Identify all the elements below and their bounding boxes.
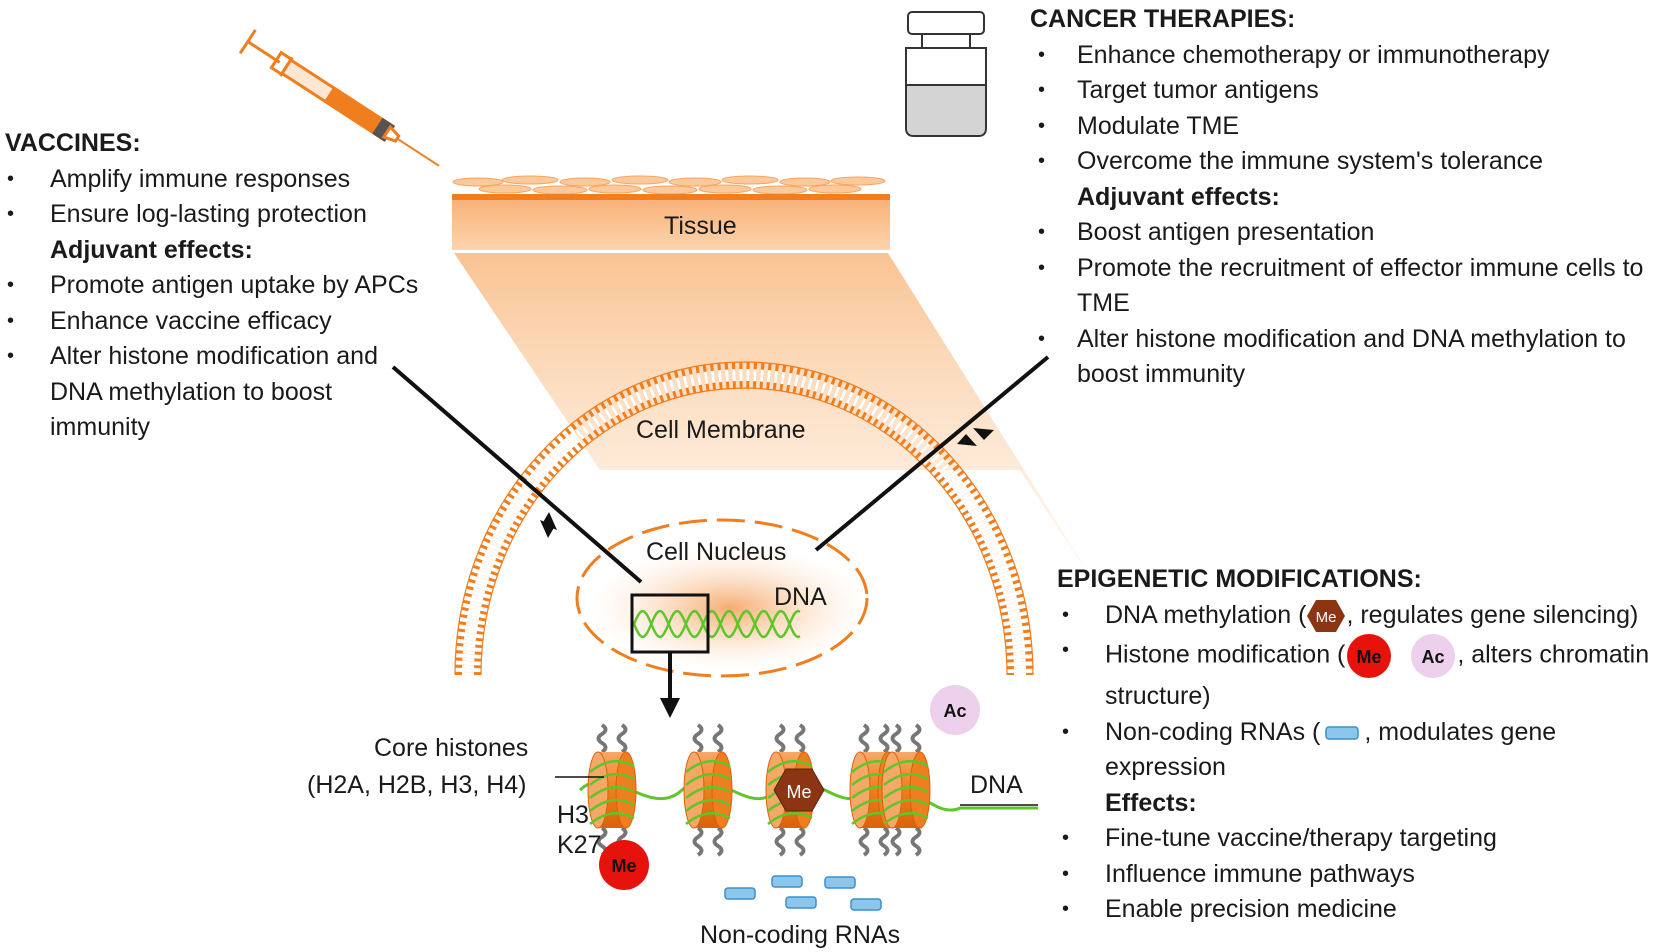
list-item: Enhance vaccine efficacy [5,304,435,340]
dna-helix [632,609,801,639]
tissue-label: Tissue [664,212,737,240]
list-item: Promote antigen uptake by APCs [5,268,435,304]
cell-nucleus-label: Cell Nucleus [646,538,787,566]
svg-text:Me: Me [611,856,636,876]
cancer-adjuvant-title: Adjuvant effects: [1077,182,1280,211]
list-item: Overcome the immune system's tolerance [1030,144,1650,180]
list-item: Promote the recruitment of effector immu… [1030,251,1650,322]
epigenetic-panel: EPIGENETIC MODIFICATIONS: DNA methylatio… [1057,562,1652,928]
list-item: Target tumor antigens [1030,73,1650,109]
histone-ac-marker: Ac [930,685,980,735]
list-item: Alter histone modification and DNA methy… [5,339,435,446]
rna-chip-icon [1325,726,1360,740]
dna-me-brown-marker: Me [773,768,825,812]
vaccines-title: VACCINES: [5,129,141,157]
list-item: Fine-tune vaccine/therapy targeting [1057,821,1652,857]
zoom-cone [454,253,1118,620]
histone-me-red-marker: Me [599,840,649,890]
me-hexagon-icon: Me [1307,599,1346,632]
vial-icon [905,11,987,137]
svg-text:Me: Me [786,782,811,802]
k27-label: K27 [557,831,602,859]
list-item: Enhance chemotherapy or immunotherapy [1030,38,1650,74]
svg-text:Me: Me [1316,609,1337,626]
svg-text:Me: Me [1357,647,1382,667]
ac-circle-icon: Ac [1411,634,1456,678]
list-item: Amplify immune responses [5,162,435,198]
list-item: Enable precision medicine [1057,892,1652,928]
non-coding-rnas-label: Non-coding RNAs [700,921,901,949]
vaccines-panel: VACCINES: Amplify immune responses Ensur… [5,126,435,446]
me-circle-icon: Me [1347,634,1392,678]
nucleosome [683,723,733,857]
tissue-layer [452,175,890,250]
list-item: Alter histone modification and DNA methy… [1030,322,1650,393]
core-histones-label: Core histones [374,734,529,762]
list-item-dna-methylation: DNA methylation (Me, regulates gene sile… [1057,598,1652,634]
nucleosome [881,723,931,857]
dna-nucleus-label: DNA [774,583,827,611]
list-item-non-coding-rnas: Non-coding RNAs (, modulates gene expres… [1057,715,1652,786]
list-item: Modulate TME [1030,109,1650,145]
cell-membrane-label: Cell Membrane [636,416,806,444]
cancer-therapies-panel: CANCER THERAPIES: Enhance chemotherapy o… [1030,2,1650,393]
svg-text:Ac: Ac [943,701,966,721]
list-item: Boost antigen presentation [1030,215,1650,251]
cancer-title: CANCER THERAPIES: [1030,5,1296,33]
list-item: Influence immune pathways [1057,857,1652,893]
cancer-arrow [814,355,1050,552]
epigenetic-title: EPIGENETIC MODIFICATIONS: [1057,565,1422,593]
list-item: Ensure log-lasting protection [5,197,435,233]
non-coding-rna-chips [724,875,882,911]
h3-label: H3 [557,801,589,829]
svg-text:Ac: Ac [1422,647,1445,667]
vaccines-adjuvant-title: Adjuvant effects: [50,235,253,264]
core-histones-types-label: (H2A, H2B, H3, H4) [307,771,527,799]
nucleosome [587,723,637,857]
dna-chromatin-label: DNA [970,771,1023,799]
syringe-icon [238,29,440,167]
epigenetic-effects-title: Effects: [1105,788,1197,817]
cell-nucleus [575,518,869,678]
